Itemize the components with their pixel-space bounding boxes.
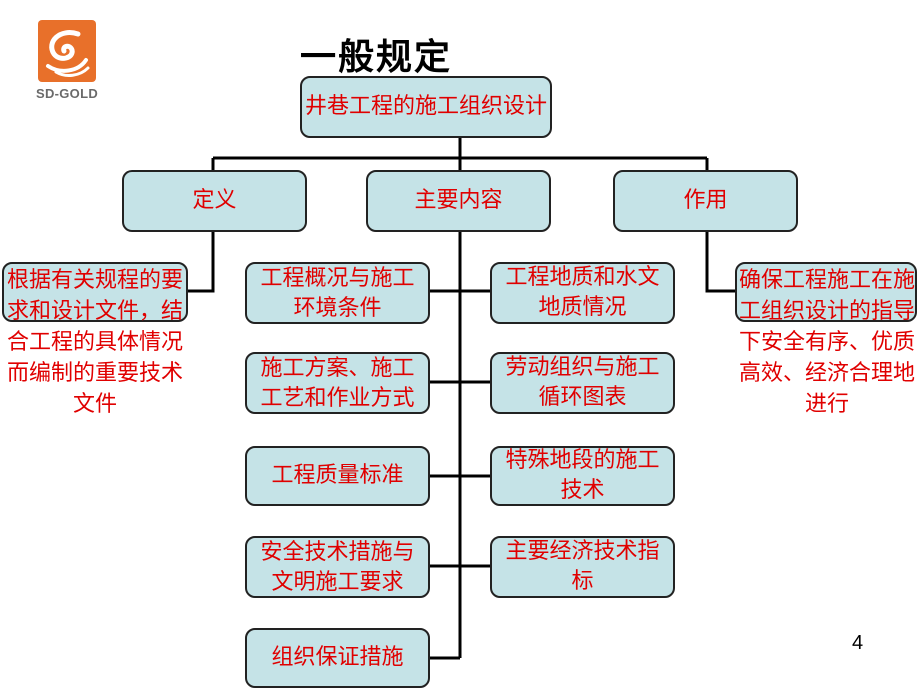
logo-swirl-icon <box>38 20 96 82</box>
content-item: 工程概况与施工环境条件 <box>245 262 430 324</box>
function-box <box>735 262 917 322</box>
content-item-label: 施工方案、施工工艺和作业方式 <box>260 356 415 411</box>
main-content-label: 主要内容 <box>414 188 503 213</box>
function-text: 确保工程施工在施工组织设计的指导下安全有序、优质高效、经济合理地进行 <box>739 268 916 417</box>
function-label: 作用 <box>683 188 728 213</box>
content-item-label: 工程概况与施工环境条件 <box>260 266 415 321</box>
definition-text: 根据有关规程的要求和设计文件，结合工程的具体情况而编制的重要技术文件 <box>6 268 183 417</box>
page-title: 一般规定 <box>300 37 453 78</box>
content-item: 工程质量标准 <box>245 446 430 506</box>
sd-gold-logo: SD-GOLD <box>26 20 106 106</box>
content-item: 组织保证措施 <box>245 628 430 688</box>
root-label: 井巷工程的施工组织设计 <box>304 94 547 119</box>
root-node: 井巷工程的施工组织设计 <box>300 76 552 138</box>
node-main-content: 主要内容 <box>366 170 551 232</box>
content-item-label: 工程地质和水文地质情况 <box>505 265 660 320</box>
node-function: 作用 <box>613 170 798 232</box>
content-item-label: 主要经济技术指标 <box>505 539 660 594</box>
content-item-label: 工程质量标准 <box>271 463 404 488</box>
content-item-label: 组织保证措施 <box>271 645 404 670</box>
content-item: 主要经济技术指标 <box>490 536 675 598</box>
content-item: 劳动组织与施工循环图表 <box>490 352 675 414</box>
content-item: 工程地质和水文地质情况 <box>490 262 675 324</box>
page-number: 4 <box>852 632 864 654</box>
content-item-label: 安全技术措施与文明施工要求 <box>260 540 415 595</box>
logo-text: SD-GOLD <box>35 86 99 101</box>
definition-label: 定义 <box>192 188 237 213</box>
definition-box <box>2 262 188 322</box>
content-item: 安全技术措施与文明施工要求 <box>245 536 430 598</box>
node-definition: 定义 <box>122 170 307 232</box>
content-item-label: 特殊地段的施工技术 <box>505 448 660 503</box>
content-item: 特殊地段的施工技术 <box>490 446 675 506</box>
content-item: 施工方案、施工工艺和作业方式 <box>245 352 430 414</box>
content-item-label: 劳动组织与施工循环图表 <box>505 355 660 410</box>
